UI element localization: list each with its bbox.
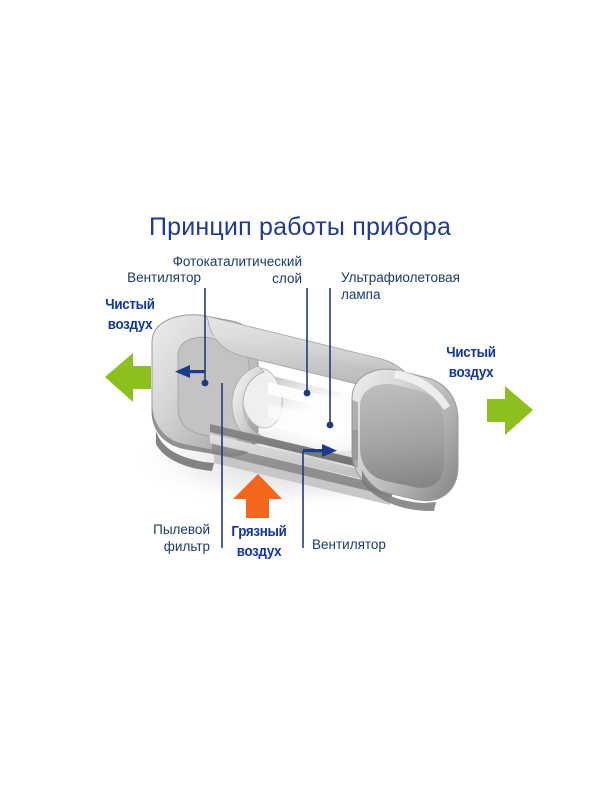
flow-label-clean-air-left-line2: воздух [107, 317, 153, 333]
callout-uv-lamp-line2: лампа [341, 287, 381, 302]
callout-photocatalytic-layer-line2: слой [272, 271, 302, 286]
leader-lines [204, 288, 331, 548]
internal-arrow-right [303, 444, 337, 457]
dirty-air-arrow-up [233, 474, 282, 518]
flow-label-clean-air-right-line2: воздух [448, 365, 494, 381]
flow-label-dirty-air-line1: Грязный [231, 524, 287, 540]
flow-label-clean-air-left-line1: Чистый [105, 297, 155, 313]
housing-upper-rail [214, 330, 392, 380]
leader-dot-photocatalytic [303, 389, 311, 397]
leader-dot-fan-top [201, 379, 209, 387]
flow-label-dirty-air-line2: воздух [236, 544, 282, 560]
device-body [151, 314, 459, 512]
right-end-cap [351, 368, 459, 512]
leader-dots [201, 379, 334, 429]
callout-photocatalytic-layer-line1: Фотокаталитический [172, 254, 302, 269]
leader-dot-uv-lamp [326, 421, 334, 429]
callout-fan-bottom: Вентилятор [312, 537, 386, 552]
flow-label-clean-air-right-line1: Чистый [446, 345, 496, 361]
internal-flow-arrows [175, 365, 337, 457]
dust-filter-slats [210, 424, 392, 505]
clean-air-arrow-left [105, 353, 151, 402]
page-title: Принцип работы прибора [148, 213, 452, 241]
callout-uv-lamp-line1: Ультрафиолетовая [341, 270, 460, 285]
internal-arrow-left [175, 365, 205, 378]
callout-dust-filter-line2: фильтр [163, 539, 210, 554]
callout-dust-filter-line1: Пылевой [153, 522, 210, 537]
clean-air-arrow-right [487, 386, 533, 435]
callout-fan-top: Вентилятор [127, 270, 201, 285]
